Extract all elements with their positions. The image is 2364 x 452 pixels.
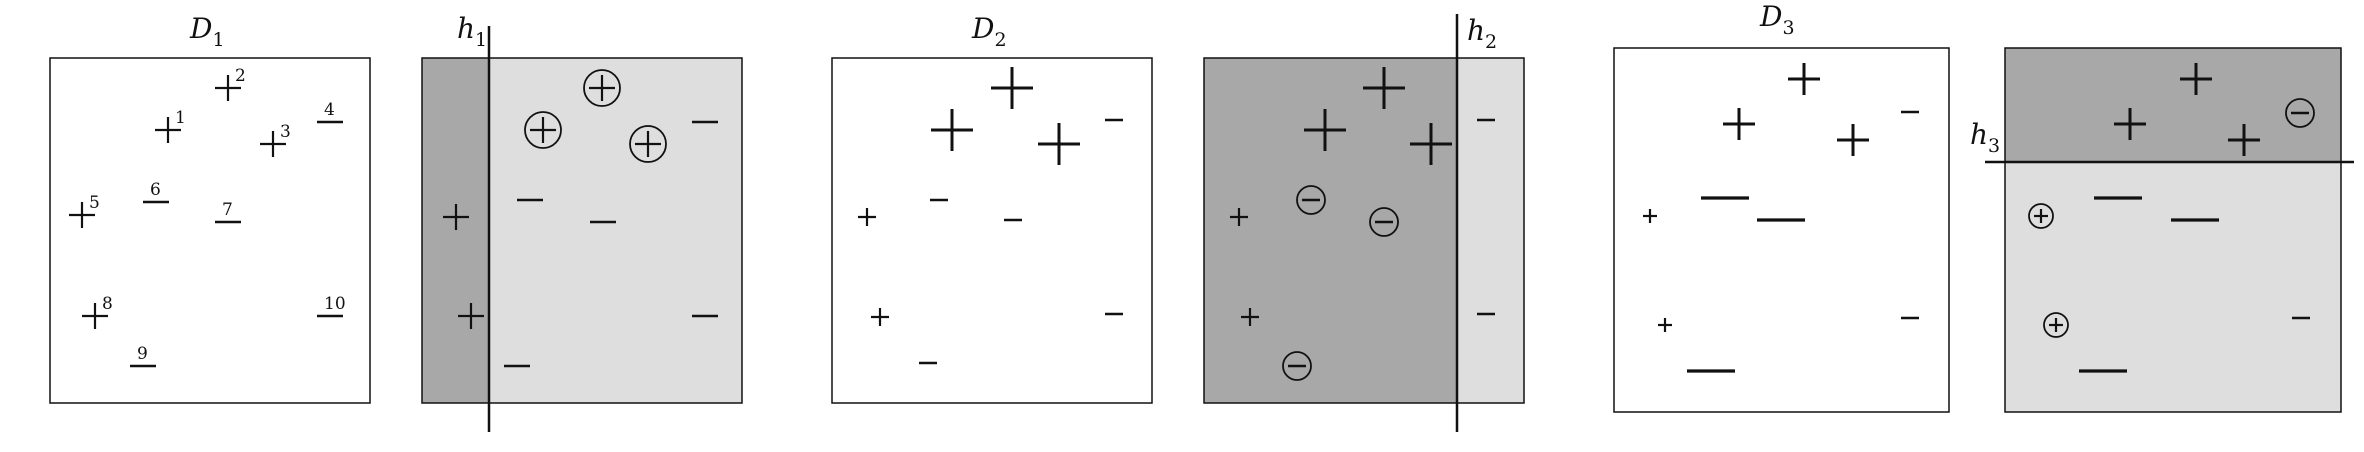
misclassified-circle (629, 125, 667, 163)
plus-mark: 8 (82, 294, 113, 329)
panel-h1-box (421, 57, 743, 404)
plus-mark (524, 111, 562, 149)
point-index-label: 4 (324, 100, 335, 120)
minus-mark: 7 (215, 200, 241, 224)
misclassified-circle (2028, 203, 2054, 229)
misclassified-circle (583, 69, 621, 107)
panel-h2-label: h2 (1467, 14, 1497, 53)
plus-mark (2043, 312, 2069, 338)
plus-mark (991, 67, 1033, 109)
plus-mark: 2 (215, 66, 246, 101)
plus-mark (1788, 63, 1820, 95)
minus-mark (1296, 185, 1326, 215)
plus-mark (1038, 123, 1080, 165)
point-index-label: 10 (324, 294, 346, 314)
misclassified-circle (1282, 351, 1312, 381)
plus-mark (2028, 203, 2054, 229)
misclassified-circle (2043, 312, 2069, 338)
panel-d1: D1 1 2 3 4 5 6 7 8 9 10 (49, 12, 371, 404)
panel-d1-box (49, 57, 371, 404)
panel-h2-points (1230, 67, 1495, 381)
panel-h3-dark-region (2005, 48, 2341, 162)
panel-h2: h2 (1203, 14, 1525, 432)
minus-mark: 4 (317, 100, 343, 124)
point-index-label: 5 (89, 193, 100, 213)
misclassified-circle (2285, 98, 2315, 128)
misclassified-circle (1296, 185, 1326, 215)
plus-mark (1837, 124, 1869, 156)
panel-d2-points (858, 67, 1123, 365)
panel-h1-label: h1 (457, 12, 487, 51)
plus-mark (858, 208, 876, 226)
minus-mark (1369, 207, 1399, 237)
plus-mark (458, 303, 484, 329)
point-index-label: 1 (175, 108, 186, 128)
plus-mark (1410, 123, 1452, 165)
panel-h3-box (2004, 47, 2342, 413)
panel-d3-box (1613, 47, 1950, 413)
panel-h3-points (2028, 63, 2315, 373)
panel-d3: D3 (1613, 0, 1950, 413)
panel-h3-label: h3 (1970, 118, 2000, 157)
plus-mark (583, 69, 621, 107)
panel-d2-title: D2 (971, 12, 1007, 51)
point-index-label: 6 (150, 180, 161, 200)
minus-mark (1282, 351, 1312, 381)
plus-mark: 3 (260, 122, 291, 157)
plus-mark (1658, 318, 1672, 332)
plus-mark (1723, 108, 1755, 140)
minus-mark: 6 (143, 180, 169, 204)
panel-h1-points (443, 69, 718, 368)
plus-mark (1363, 67, 1405, 109)
panel-h1: h1 (421, 12, 743, 432)
plus-mark (1643, 209, 1657, 223)
plus-mark (629, 125, 667, 163)
panel-h1-dark-region (422, 58, 489, 403)
panel-h3: h3 (1970, 47, 2354, 413)
minus-mark (2285, 98, 2315, 128)
panel-d2-box (831, 57, 1153, 404)
plus-mark (1304, 109, 1346, 151)
plus-mark: 1 (155, 108, 186, 143)
panel-d2: D2 (831, 12, 1153, 404)
point-index-label: 3 (280, 122, 291, 142)
point-index-label: 7 (222, 200, 233, 220)
point-index-label: 9 (137, 344, 148, 364)
panel-h2-box (1203, 57, 1525, 404)
plus-mark (2228, 124, 2260, 156)
misclassified-circle (524, 111, 562, 149)
panel-d1-points: 1 2 3 4 5 6 7 8 9 10 (69, 66, 346, 368)
plus-mark (1230, 208, 1248, 226)
plus-mark: 5 (69, 193, 100, 228)
plus-mark (1241, 308, 1259, 326)
panel-d3-points (1643, 63, 1919, 373)
minus-mark: 9 (130, 344, 156, 368)
plus-mark (443, 204, 469, 230)
plus-mark (871, 308, 889, 326)
panel-d3-title: D3 (1759, 0, 1795, 39)
plus-mark (2180, 63, 2212, 95)
point-index-label: 2 (235, 66, 246, 86)
plus-mark (931, 109, 973, 151)
panel-h2-light-region (1457, 58, 1524, 403)
misclassified-circle (1369, 207, 1399, 237)
plus-mark (2114, 108, 2146, 140)
point-index-label: 8 (102, 294, 113, 314)
panel-d1-title: D1 (189, 12, 225, 51)
minus-mark: 10 (317, 294, 346, 318)
